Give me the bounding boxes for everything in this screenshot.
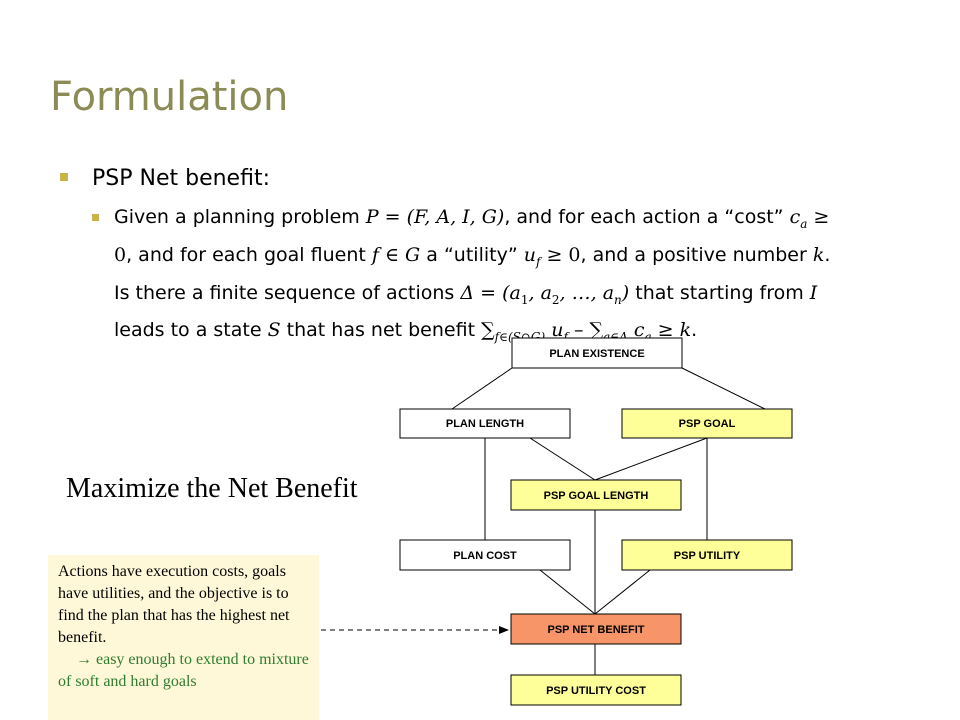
note-text: Actions have execution costs, goals have…	[58, 563, 290, 646]
box-plan-cost: PLAN COST	[399, 539, 571, 571]
def-text: . Is there a finite sequence of actions	[114, 243, 831, 304]
edge-existence-length	[451, 367, 513, 410]
def-math: , a	[528, 281, 552, 304]
bullet-square-icon	[60, 173, 68, 181]
box-psp-utility: PSP UTILITY	[621, 539, 793, 571]
edge-goal-goallength	[594, 437, 708, 481]
edge-cost-netbenefit	[539, 569, 596, 615]
box-label: PSP GOAL	[679, 418, 736, 430]
def-math: P = (F, A, I, G)	[365, 206, 505, 228]
box-psp-goal: PSP GOAL	[621, 408, 793, 439]
def-text: .	[691, 319, 698, 342]
box-psp-goal-length: PSP GOAL LENGTH	[510, 479, 682, 511]
bullet-definition: Given a planning problem P = (F, A, I, G…	[92, 202, 834, 353]
slide-title: Formulation	[50, 74, 289, 120]
def-math: ≥ 0	[114, 206, 830, 266]
def-math: f ∈ G	[371, 243, 421, 266]
def-text: a “utility”	[420, 243, 524, 266]
def-math: u	[523, 243, 536, 266]
note-extension-text: easy enough to extend to mixture of soft…	[58, 651, 309, 690]
def-math: u	[545, 319, 564, 342]
def-text: , and for each action a “cost”	[504, 206, 790, 228]
def-text: that has net benefit	[280, 319, 482, 342]
def-math: ∑	[481, 319, 495, 342]
box-label: PLAN LENGTH	[446, 418, 524, 430]
def-math: ≥ k	[651, 319, 692, 342]
def-math-sub: a	[800, 216, 808, 231]
edge-utility-netbenefit	[594, 569, 651, 615]
bullet-square-icon	[92, 214, 99, 221]
box-label: PLAN COST	[453, 550, 517, 562]
def-text: , and for each goal fluent	[126, 243, 372, 266]
note-box: Actions have execution costs, goals have…	[48, 555, 319, 720]
def-math: , …, a	[559, 281, 615, 304]
box-label: PLAN EXISTENCE	[549, 348, 644, 360]
def-math: k	[812, 243, 825, 266]
def-math: – ∑	[567, 319, 604, 342]
def-math-sub: n	[614, 292, 622, 307]
edge-existence-goal	[681, 367, 766, 410]
box-label: PSP NET BENEFIT	[548, 624, 645, 636]
def-math: )	[621, 281, 630, 304]
def-text: leads to a state	[114, 319, 268, 342]
def-math: I	[809, 281, 818, 304]
box-plan-existence: PLAN EXISTENCE	[511, 337, 683, 369]
def-math: Δ = (a	[460, 281, 521, 304]
box-label: PSP GOAL LENGTH	[544, 490, 649, 502]
def-math-sub: f	[563, 330, 568, 345]
box-psp-utility-cost: PSP UTILITY COST	[510, 674, 682, 706]
bullet-psp-net-benefit-text: PSP Net benefit:	[92, 166, 270, 191]
box-label: PSP UTILITY	[674, 550, 741, 562]
def-text: that starting from	[629, 281, 810, 304]
def-math: c	[627, 319, 645, 342]
def-math: ≥ 0	[540, 243, 581, 266]
bullet-psp-net-benefit: PSP Net benefit:	[60, 166, 270, 191]
def-math-sub: a	[644, 330, 652, 345]
def-math-sub: 2	[551, 292, 560, 307]
arrow-right-icon: →	[76, 651, 92, 668]
def-math: c	[789, 206, 801, 228]
def-math: S	[267, 319, 281, 342]
edge-length-goallength	[529, 437, 596, 481]
box-plan-length: PLAN LENGTH	[399, 408, 571, 439]
box-psp-net-benefit: PSP NET BENEFIT	[510, 613, 682, 645]
maximize-caption: Maximize the Net Benefit	[66, 473, 358, 504]
def-text: , and a positive number	[580, 243, 813, 266]
box-label: PSP UTILITY COST	[546, 685, 646, 697]
def-text: Given a planning problem	[114, 206, 366, 228]
def-math-sub: 1	[520, 292, 529, 307]
def-math-sub: f	[535, 254, 541, 269]
